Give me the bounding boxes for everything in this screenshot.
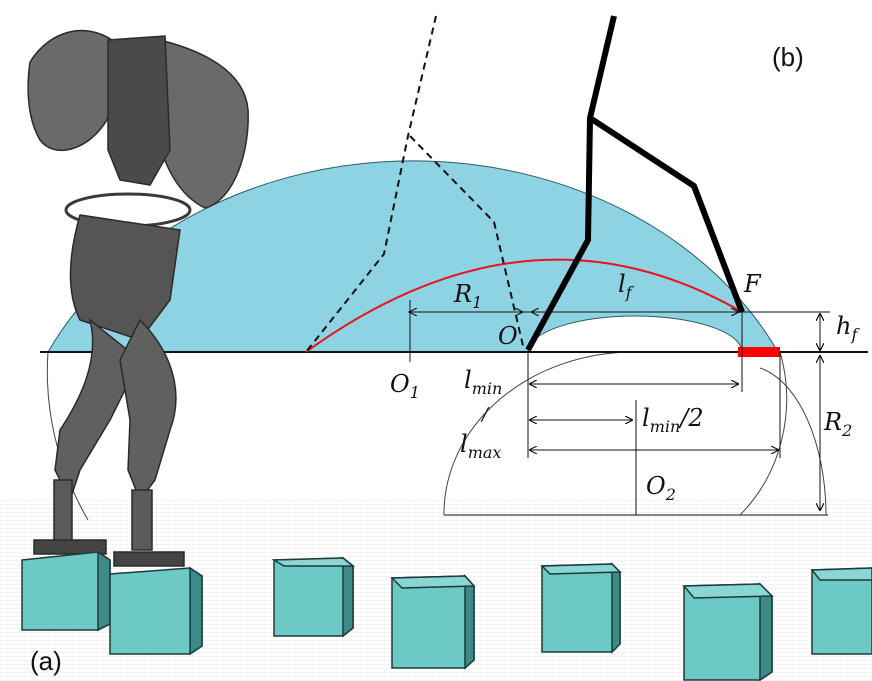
stone-5 (540, 562, 622, 654)
robot-right-shin (131, 489, 153, 551)
previous-leg2-dashed (409, 135, 525, 351)
lmax-label: lmax (460, 430, 501, 462)
robot-right-foot (113, 551, 185, 567)
robot-head-left (27, 29, 113, 151)
lmin-label: lmin (464, 366, 502, 398)
robot-head-core (107, 35, 171, 186)
swing-leg (588, 115, 745, 314)
stone-4 (390, 574, 476, 670)
robot-left-foot (33, 539, 107, 555)
stepping-stones (21, 550, 872, 681)
o1-label: O1 (390, 370, 420, 402)
robot-left-leg (54, 318, 141, 502)
o-label: O (498, 322, 518, 350)
hf-label: hf (836, 312, 860, 344)
foot-target-bar (738, 347, 780, 357)
robot-head-right (157, 39, 249, 209)
reachable-region (47, 160, 779, 353)
robot-left-shin (53, 479, 73, 543)
stone-3 (271, 556, 356, 638)
lmin-half-label: lmin/2 (642, 404, 704, 436)
r1-label: R1 (453, 280, 482, 312)
stone-7 (810, 567, 872, 655)
o2-label: O2 (646, 472, 676, 504)
humanoid-robot (27, 29, 249, 567)
f-label: F (743, 270, 762, 298)
panel-label-a: (a) (30, 646, 62, 676)
previous-leg-dashed (305, 15, 437, 353)
stone-6 (682, 582, 774, 681)
lmax-arc (739, 351, 788, 516)
lf-label: lf (618, 270, 635, 302)
stone-1 (21, 550, 111, 632)
r2-arc-right (759, 367, 827, 516)
robot-right-leg (119, 318, 177, 502)
stone-2 (109, 566, 203, 656)
panel-label-b: (b) (772, 42, 804, 72)
r2-arc (443, 351, 635, 516)
slash-label: / (480, 404, 490, 425)
foot-trajectory-arc (305, 258, 743, 353)
outer-arc (46, 351, 89, 521)
r2-label: R2 (823, 408, 852, 440)
current-leg (525, 15, 617, 352)
